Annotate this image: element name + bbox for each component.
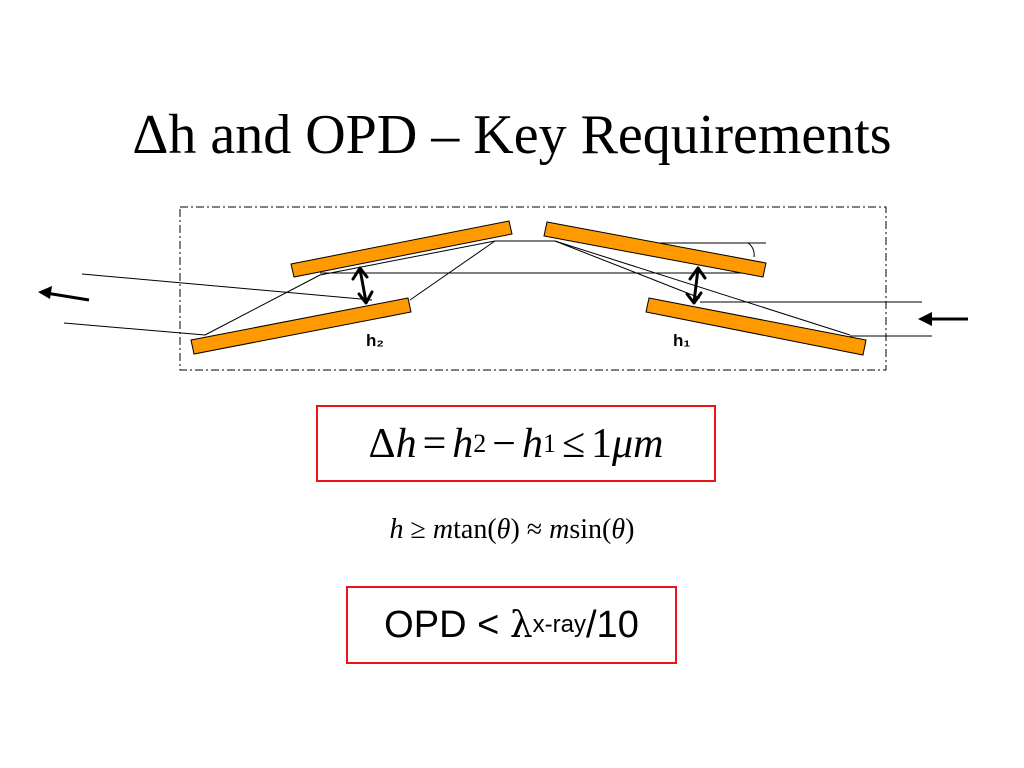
eq3-suffix: /10 (586, 603, 639, 646)
mirror-upper-right (543, 221, 767, 278)
direction-arrows (38, 286, 968, 326)
height-arrows (351, 266, 707, 305)
mirror-lower-right (645, 297, 867, 356)
eq3-sub: x-ray (532, 611, 586, 638)
eq2-theta2: θ (611, 514, 626, 545)
diagram-frame (179, 206, 887, 371)
label-h1: h₁ (673, 331, 690, 350)
eq1-h2-sub: 2 (473, 428, 487, 458)
mirrors (190, 220, 867, 356)
eq2-ge: ≥ (410, 514, 426, 545)
eq2-m2: m (549, 514, 570, 545)
eq1-equals: = (422, 420, 447, 467)
eq1-mu: μ (612, 420, 634, 467)
eq2-approx: ≈ (526, 514, 543, 545)
eq2-m1: m (432, 514, 454, 545)
eq1-h: h (395, 420, 417, 467)
eq2-close1: ) (510, 514, 520, 545)
eq2-sin: sin( (569, 514, 612, 545)
mirror-lower-left (190, 297, 412, 355)
eq2-h: h (389, 514, 404, 545)
eq1-m: m (633, 420, 664, 467)
label-h2: h₂ (366, 331, 384, 350)
eq1-delta: Δ (368, 420, 396, 467)
mirror-diagram: h₂ h₁ (38, 206, 968, 371)
eq2-theta1: θ (496, 514, 511, 545)
mirror-upper-left (290, 220, 513, 278)
ray-lines (63, 240, 932, 337)
eq1-one: 1 (591, 420, 612, 467)
eq1-h1-sub: 1 (542, 428, 556, 458)
eq3-lambda: λ (509, 604, 533, 646)
height-approx-equation: h ≥ mtan(θ) ≈ msin(θ) (0, 514, 1024, 546)
eq1-h1: h (521, 420, 543, 467)
eq1-le: ≤ (561, 420, 585, 467)
eq3-prefix: OPD < (384, 603, 510, 646)
eq2-close2: ) (625, 514, 635, 545)
eq1-minus: − (492, 420, 516, 467)
eq2-tan: tan( (453, 514, 497, 545)
eq1-h2: h (452, 420, 474, 467)
slide-title: Δh and OPD – Key Requirements (132, 104, 892, 166)
